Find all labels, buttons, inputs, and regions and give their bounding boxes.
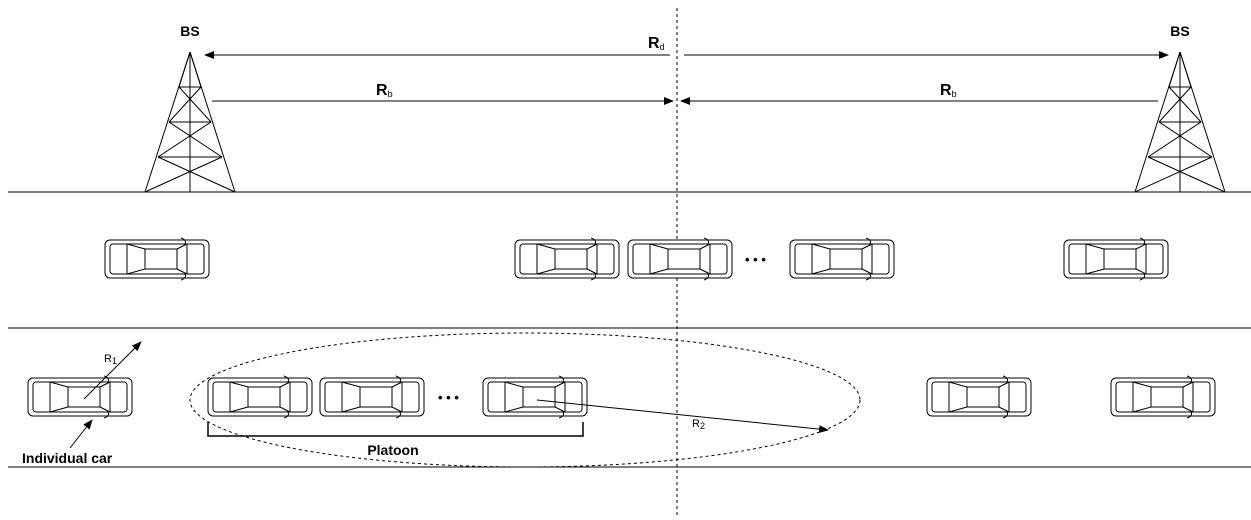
upper-car-4 (789, 237, 895, 281)
platoon-car-3 (482, 375, 588, 419)
individual-car-pointer (69, 419, 93, 449)
individual-car (27, 375, 133, 419)
base-station-right-tower-icon (1134, 51, 1226, 193)
upper-car-1 (104, 237, 210, 281)
rd-label: Rd (648, 35, 665, 52)
r2-arrow (536, 399, 829, 434)
lower-car-1 (926, 375, 1032, 419)
lower-ellipsis: • • • (438, 390, 459, 405)
r1-arrow (83, 341, 142, 400)
platoon-car-1 (207, 375, 313, 419)
platoon-bracket (207, 422, 584, 437)
upper-ellipsis: • • • (745, 252, 766, 267)
rb-left-label: Rb (376, 82, 393, 99)
platoon-coverage-ellipse (189, 332, 861, 468)
upper-car-5 (1063, 237, 1169, 281)
rb-right-label: Rb (940, 82, 957, 99)
bs-right-label: BS (1170, 23, 1189, 39)
platoon-label: Platoon (367, 442, 418, 458)
r1-label: R1 (104, 353, 117, 366)
bs-left-label: BS (180, 23, 199, 39)
lower-car-2 (1110, 375, 1216, 419)
platoon-car-2 (319, 375, 425, 419)
upper-car-2 (514, 237, 620, 281)
upper-car-3 (627, 237, 733, 281)
r2-label: R2 (692, 418, 705, 431)
individual-car-label: Individual car (22, 450, 113, 466)
base-station-left-tower-icon (144, 51, 236, 193)
